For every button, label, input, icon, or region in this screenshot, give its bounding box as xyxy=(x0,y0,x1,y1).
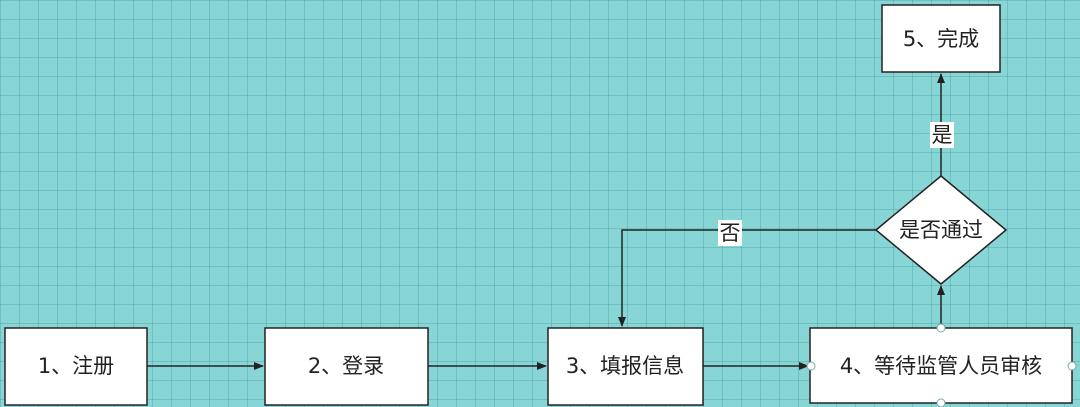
node-label: 2、登录 xyxy=(308,354,384,378)
connection-handle-right[interactable] xyxy=(1067,361,1077,371)
yes-label-bg xyxy=(930,122,954,148)
edge-no[interactable] xyxy=(618,229,876,327)
connection-handle-top[interactable] xyxy=(936,323,946,333)
node-fill-info[interactable]: 3、填报信息 xyxy=(547,327,704,406)
node-complete[interactable]: 5、完成 xyxy=(881,4,1001,73)
node-label: 5、完成 xyxy=(903,27,979,51)
node-login[interactable]: 2、登录 xyxy=(264,327,429,406)
no-label: 否 xyxy=(720,221,741,245)
node-label: 1、注册 xyxy=(38,354,114,378)
node-label: 4、等待监管人员审核 xyxy=(840,354,1042,378)
node-register[interactable]: 1、注册 xyxy=(4,327,148,406)
yes-label: 是 xyxy=(932,123,953,147)
connection-handle-left[interactable] xyxy=(806,361,816,371)
connection-handle-bottom[interactable] xyxy=(936,398,946,407)
decision-approved[interactable]: 是否通过 xyxy=(874,175,1008,285)
no-label-bg xyxy=(718,220,742,246)
decision-label: 是否通过 xyxy=(899,218,983,242)
node-label: 3、填报信息 xyxy=(566,354,684,378)
node-await-review[interactable]: 4、等待监管人员审核 xyxy=(806,323,1077,407)
